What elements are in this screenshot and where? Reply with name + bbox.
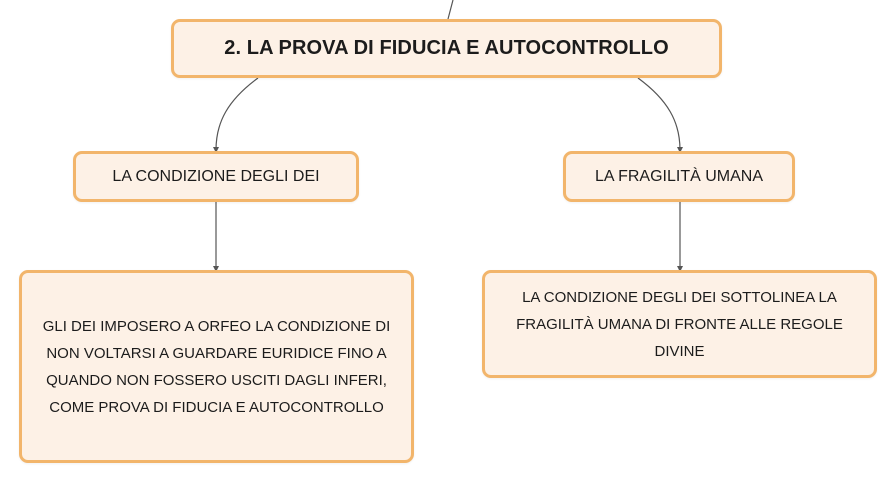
detail-text-fragilita-umana: LA CONDIZIONE DEGLI DEI SOTTOLINEA LA FR… (516, 288, 843, 360)
connector-parent-to-title (447, 0, 454, 20)
branch-node-fragilita-umana[interactable]: LA FRAGILITÀ UMANA (563, 151, 795, 202)
detail-node-fragilita-umana[interactable]: LA CONDIZIONE DEGLI DEI SOTTOLINEA LA FR… (482, 270, 877, 378)
detail-node-condizione-dei[interactable]: GLI DEI IMPOSERO A ORFEO LA CONDIZIONE D… (19, 270, 414, 463)
detail-text-condizione-dei: GLI DEI IMPOSERO A ORFEO LA CONDIZIONE D… (42, 317, 391, 416)
branch-label-fragilita-umana: LA FRAGILITÀ UMANA (594, 167, 764, 185)
mindmap-title-node[interactable]: 2. LA PROVA DI FIDUCIA E AUTOCONTROLLO (171, 19, 722, 78)
mindmap-title-text: 2. LA PROVA DI FIDUCIA E AUTOCONTROLLO (224, 37, 669, 59)
branch-label-condizione-dei: LA CONDIZIONE DEGLI DEI (112, 167, 320, 185)
connector-title-to-left-branch (213, 77, 259, 153)
branch-node-condizione-dei[interactable]: LA CONDIZIONE DEGLI DEI (73, 151, 359, 202)
connector-title-to-right-branch (637, 77, 683, 153)
